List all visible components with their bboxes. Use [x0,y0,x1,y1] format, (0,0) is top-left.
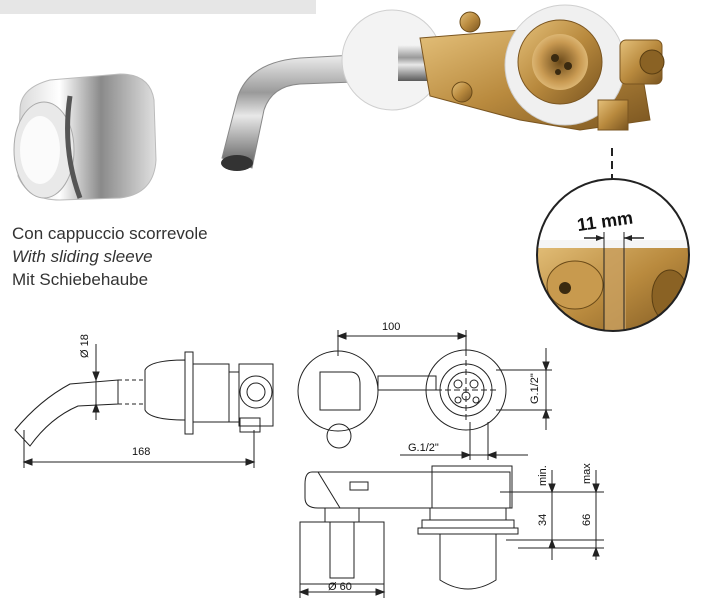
sleeve-photo [13,73,157,201]
dim-168: 168 [132,446,150,458]
caption-english: With sliding sleeve [12,247,153,266]
dim-34: 34 [537,514,549,526]
dim-min: min. [537,465,549,486]
dim-max: max [581,463,593,484]
header-band [0,0,316,14]
zoom-detail: 11 mm [536,178,690,332]
dim-d18: Ø 18 [79,334,91,358]
plan-view-drawing [298,465,604,598]
caption-italian: Con cappuccio scorrevole [12,224,208,243]
mixer-photo [221,4,665,171]
dim-g12-horizontal: G.1/2" [408,442,439,454]
front-view-drawing [297,330,552,460]
dim-100: 100 [382,321,400,333]
product-caption: Con cappuccio scorrevole With sliding sl… [12,222,208,291]
caption-german: Mit Schiebehaube [12,270,149,289]
dim-66: 66 [581,514,593,526]
dim-d60: Ø 60 [328,581,352,593]
dim-g12-vertical: G.1/2" [529,373,541,404]
side-view-drawing [14,344,274,468]
